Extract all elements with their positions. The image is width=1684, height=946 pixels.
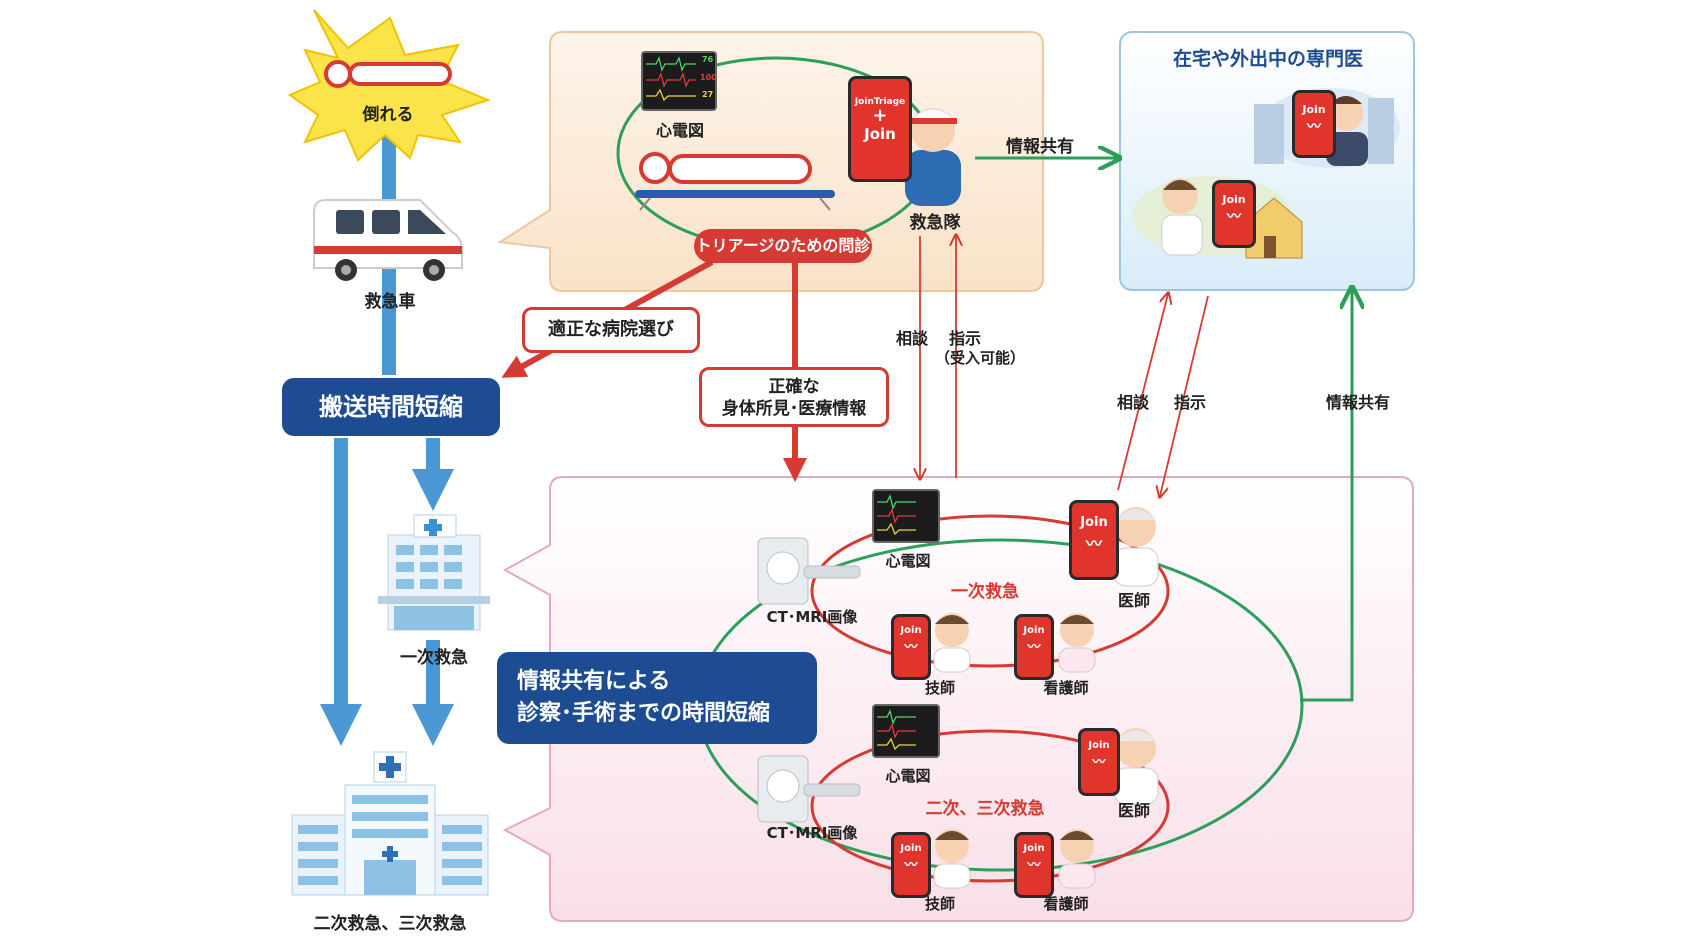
ecg-monitor-secondary <box>872 704 940 758</box>
doctor-phone-secondary: Join 〰 <box>1078 728 1120 796</box>
primary-loop <box>810 514 1170 668</box>
ambulance-label: 救急車 <box>364 292 416 312</box>
secondary-ct-label: CT･MRI画像 <box>766 824 858 842</box>
instruct-center-label: 指示 <box>948 329 982 348</box>
monitor-value-3: 27 <box>702 90 714 99</box>
nurse-phone-secondary: Join 〰 <box>1014 832 1054 898</box>
primary-ecg-label: 心電図 <box>885 552 931 570</box>
waveform-icon: 〰 <box>1085 534 1102 553</box>
app-plus: + <box>872 105 888 126</box>
waveform-icon: 〰 <box>1227 209 1241 225</box>
secondary-hospital-label: 二次救急、三次救急 <box>313 914 467 934</box>
app-name-join: Join <box>900 843 922 854</box>
accurate-info-line2: 身体所見･医療情報 <box>721 399 867 419</box>
nurse-figure-secondary <box>1058 829 1096 889</box>
app-name-jointriage: JoinTriage <box>854 97 906 107</box>
waveform-icon: 〰 <box>904 858 918 873</box>
transport-reduction-label: 搬送時間短縮 <box>319 393 463 421</box>
technician-figure-primary <box>933 613 971 673</box>
ecg-monitor-top <box>641 51 717 111</box>
technician-phone-primary: Join 〰 <box>891 614 931 680</box>
triage-interview-label: トリアージのための問診 <box>695 236 871 255</box>
info-share-right-label: 情報共有 <box>1325 393 1391 412</box>
primary-nurse-label: 看護師 <box>1043 679 1089 697</box>
specialist-phone-office: Join 〰 <box>1292 90 1336 158</box>
secondary-loop-title: 二次、三次救急 <box>925 799 1045 819</box>
ambulance-icon <box>313 199 463 281</box>
doctor-phone-primary: Join 〰 <box>1069 500 1119 580</box>
lying-person-icon <box>324 60 452 88</box>
ecg-top-label: 心電図 <box>655 121 705 140</box>
right-consult-arrows <box>1117 294 1209 496</box>
app-name-join: Join <box>1088 740 1110 751</box>
hospital-panel <box>502 476 1414 922</box>
stretcher-patient-icon <box>635 152 835 211</box>
info-share-top-label: 情報共有 <box>1006 137 1074 157</box>
technician-phone-secondary: Join 〰 <box>891 832 931 898</box>
paramedic-icon <box>905 108 961 206</box>
primary-hospital-icon <box>378 514 490 631</box>
secondary-loop <box>810 729 1170 883</box>
red-flow-arrows <box>501 259 807 482</box>
consult-right-label: 相談 <box>1116 393 1150 412</box>
app-name-join: Join <box>1222 193 1246 206</box>
waveform-icon: 〰 <box>1027 640 1041 655</box>
primary-technician-label: 技師 <box>924 679 956 697</box>
waveform-icon: 〰 <box>1027 858 1041 873</box>
accurate-info-box: 正確な 身体所見･医療情報 <box>699 367 889 427</box>
waveform-icon: 〰 <box>904 640 918 655</box>
nurse-figure-primary <box>1058 613 1096 673</box>
instruct-center-sub-label: （受入可能） <box>934 349 1026 367</box>
remote-specialist-title: 在宅や外出中の専門医 <box>1172 48 1364 70</box>
app-name-join: Join <box>900 625 922 636</box>
primary-doctor-label: 医師 <box>1117 591 1151 610</box>
accurate-info-line1: 正確な <box>768 377 820 397</box>
technician-figure-secondary <box>933 829 971 889</box>
time-reduction-box: 情報共有による 診察･手術までの時間短縮 <box>497 652 817 744</box>
monitor-value-1: 76 <box>702 55 714 64</box>
monitor-value-2: 100 <box>700 73 717 82</box>
waveform-icon: 〰 <box>1092 755 1106 770</box>
time-reduction-line1: 情報共有による <box>517 669 671 694</box>
center-consult-arrows <box>920 236 956 478</box>
collapse-starburst <box>287 9 491 162</box>
primary-ct-label: CT･MRI画像 <box>766 608 858 626</box>
collapse-label: 倒れる <box>362 105 414 125</box>
waveform-icon: 〰 <box>1307 119 1321 135</box>
primary-loop-title: 一次救急 <box>951 582 1019 602</box>
triage-phone: JoinTriage + Join <box>848 76 912 182</box>
secondary-technician-label: 技師 <box>924 895 956 913</box>
secondary-ecg-label: 心電図 <box>885 767 931 785</box>
app-name-join: Join <box>1023 625 1045 636</box>
ct-scanner-secondary <box>757 755 861 823</box>
doctor-figure-secondary <box>1113 728 1159 805</box>
ct-scanner-primary <box>757 537 861 605</box>
ecg-monitor-primary <box>872 489 940 543</box>
app-name-join: Join <box>1302 103 1326 116</box>
nurse-phone-primary: Join 〰 <box>1014 614 1054 680</box>
hospital-selection-label: 適正な病院選び <box>548 319 674 340</box>
hospital-selection-box: 適正な病院選び <box>522 307 700 353</box>
instruct-right-label: 指示 <box>1173 393 1207 412</box>
secondary-hospital-icon <box>291 751 489 896</box>
app-name-join: Join <box>864 125 896 143</box>
transport-reduction-box: 搬送時間短縮 <box>282 378 500 436</box>
app-name-join: Join <box>1080 515 1108 530</box>
primary-hospital-label: 一次救急 <box>400 648 468 668</box>
time-reduction-line2: 診察･手術までの時間短縮 <box>517 701 771 726</box>
specialist-phone-home: Join 〰 <box>1212 180 1256 248</box>
secondary-doctor-label: 医師 <box>1117 801 1151 820</box>
consult-center-label: 相談 <box>895 329 929 348</box>
triage-interview-pill: トリアージのための問診 <box>694 229 872 263</box>
paramedic-label: 救急隊 <box>909 213 961 233</box>
app-name-join: Join <box>1023 843 1045 854</box>
secondary-nurse-label: 看護師 <box>1043 895 1089 913</box>
